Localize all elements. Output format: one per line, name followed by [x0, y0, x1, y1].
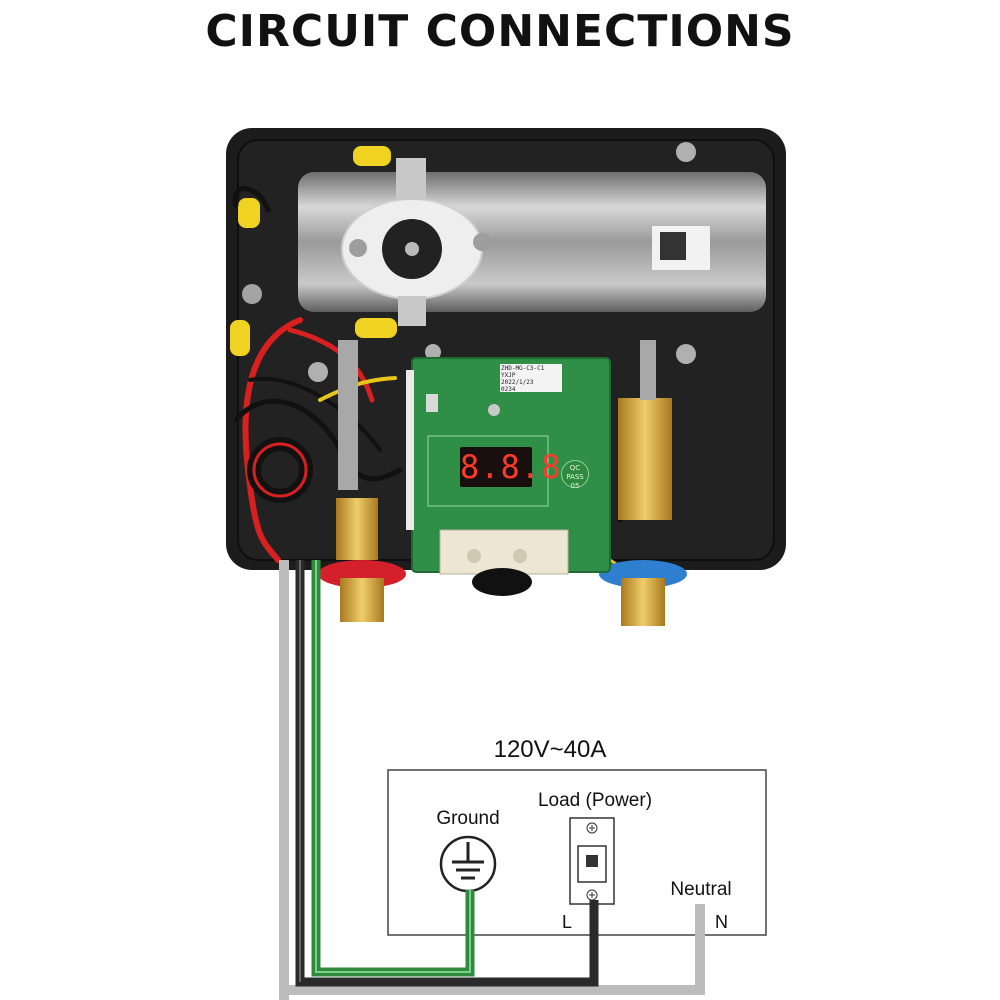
neutral-label: Neutral — [670, 879, 732, 900]
pcb-label-line: 0234 — [501, 386, 516, 393]
temperature-display: 8.8.8 — [460, 447, 562, 487]
pcb-label-line: YXJP — [501, 372, 516, 379]
voltage-rating: 120V~40A — [493, 736, 607, 763]
pcb-label-line: ZHD-MG-C3-C1 — [501, 365, 545, 372]
bottom-connector — [472, 568, 532, 596]
neutral-terminal-label: N — [715, 912, 728, 932]
supply-wires — [279, 560, 705, 1000]
hot-water-inlet — [318, 340, 406, 622]
line-terminal-label: L — [562, 912, 573, 932]
pcb-label-line: 2022/1/23 — [501, 379, 534, 386]
page-title: CIRCUIT CONNECTIONS — [205, 6, 795, 57]
qc-pass-badge: QC PASS 05 — [561, 460, 589, 490]
neutral-wire — [284, 904, 705, 995]
cold-water-inlet — [599, 340, 687, 626]
ground-icon — [439, 835, 497, 893]
thermostat-switch — [341, 158, 491, 326]
wire-terminals — [230, 142, 696, 382]
pcb-label: ZHD-MG-C3-C1 YXJP 2022/1/23 0234 — [500, 364, 562, 393]
load-label: Load (Power) — [537, 790, 653, 811]
qc-badge-line: 05 — [570, 482, 580, 490]
qr-code-sticker — [660, 232, 686, 260]
circuit-breaker-icon — [569, 817, 615, 905]
ground-label: Ground — [436, 808, 500, 829]
qc-badge-line: PASS — [566, 473, 584, 481]
qc-badge-line: QC — [569, 464, 581, 472]
